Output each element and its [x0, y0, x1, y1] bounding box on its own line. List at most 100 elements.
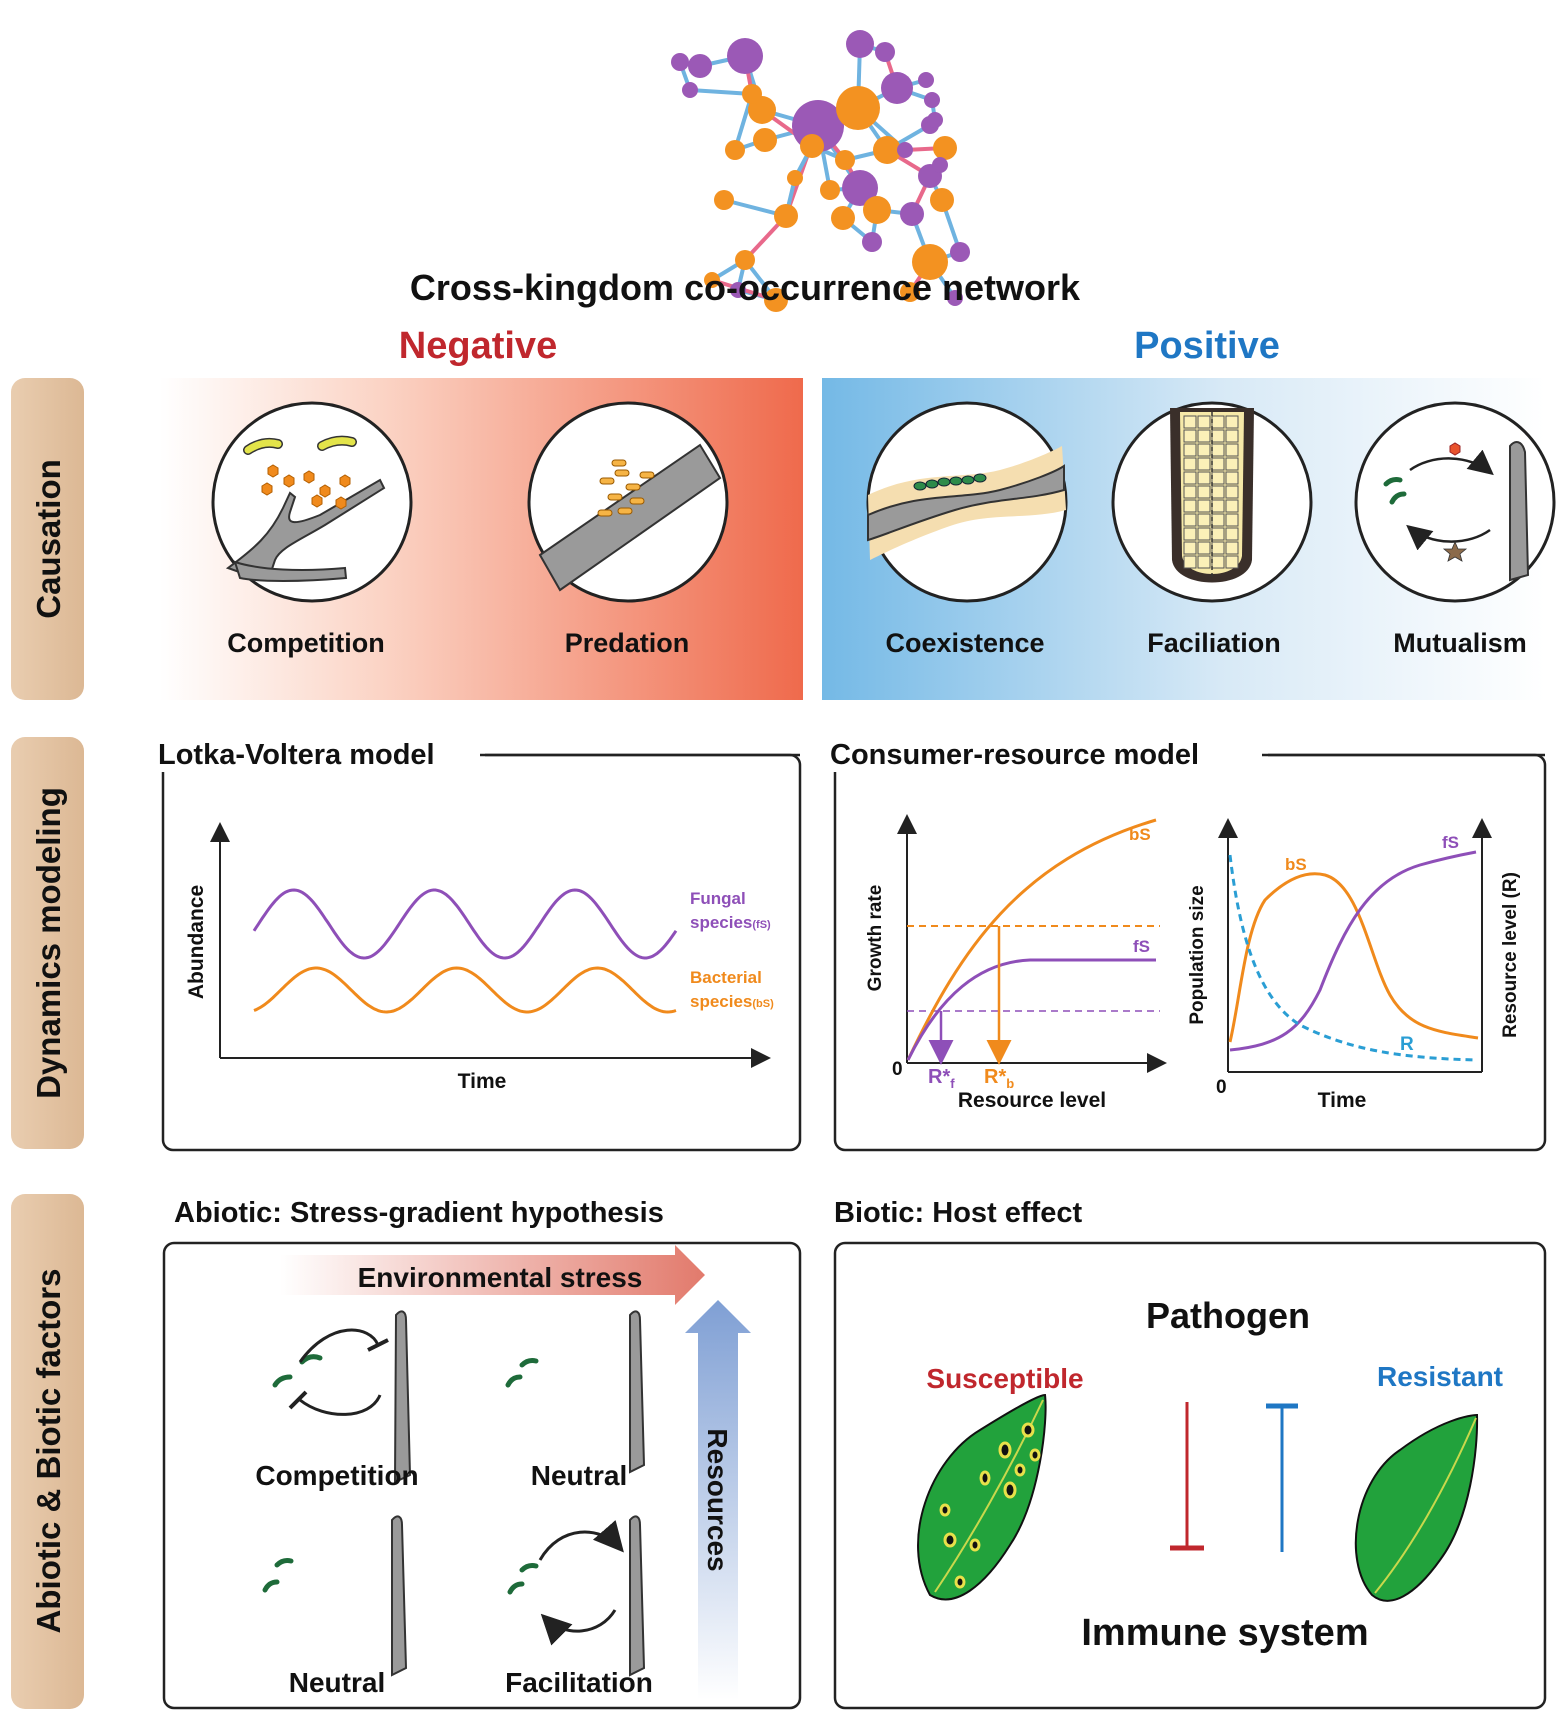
- network-node-fungal: [730, 282, 746, 298]
- root-cell: [1197, 499, 1211, 513]
- label-faciliation: Faciliation: [1147, 628, 1281, 658]
- consumer-fs-curve: [906, 958, 1156, 1061]
- r-star-b: R*: [984, 1066, 1006, 1088]
- root-cell: [1183, 527, 1197, 541]
- network-node-bacterial: [912, 244, 948, 280]
- network-node-bacterial: [764, 288, 788, 312]
- root-cell: [1183, 499, 1197, 513]
- root-cell: [1183, 443, 1197, 457]
- root-cell: [1225, 457, 1239, 471]
- root-cell: [1183, 555, 1197, 569]
- network-node-bacterial: [742, 84, 762, 104]
- root-cell: [1225, 499, 1239, 513]
- network-node-fungal: [727, 38, 763, 74]
- biotic-title: Biotic: Host effect: [834, 1197, 1082, 1229]
- consumer-right-r-curve: [1228, 854, 1477, 1062]
- network-node-fungal: [897, 142, 913, 158]
- lotka-fungal-curve: [252, 888, 678, 960]
- consumer-resource-panel: Consumer-resource model Growth rate Reso…: [822, 739, 1547, 1152]
- svg-text:species(fS): species(fS): [690, 913, 771, 932]
- root-cell: [1211, 485, 1225, 499]
- lotka-fungal-sub: (fS): [752, 919, 771, 931]
- row-label-causation: Causation: [30, 459, 67, 619]
- root-cell: [1211, 415, 1225, 429]
- predation-illustration: [527, 401, 729, 603]
- label-coexistence: Coexistence: [885, 628, 1044, 658]
- root-cell: [1225, 415, 1239, 429]
- r-star-f: R*: [928, 1066, 950, 1088]
- network-node-bacterial: [930, 188, 954, 212]
- root-cell: [1211, 541, 1225, 555]
- row-tab-causation: Causation: [11, 378, 84, 700]
- row-label-factors: Abiotic & Biotic factors: [30, 1269, 67, 1634]
- consumer-right-xlabel: Time: [1318, 1089, 1367, 1112]
- env-stress-label: Environmental stress: [358, 1262, 643, 1293]
- root-cell: [1183, 541, 1197, 555]
- abiotic-neutral-2: Neutral: [289, 1667, 385, 1698]
- root-cell: [1211, 513, 1225, 527]
- env-stress-arrow: [280, 1245, 705, 1305]
- lotka-bacterial-label2: species: [690, 992, 752, 1011]
- consumer-right-fs-curve: [1229, 850, 1477, 1052]
- network-node-fungal: [688, 54, 712, 78]
- network-node-bacterial: [800, 134, 824, 158]
- mutualism-illustration: [1354, 401, 1556, 603]
- root-cell: [1211, 555, 1225, 569]
- lotka-title: Lotka-Voltera model: [158, 739, 435, 771]
- network-node-fungal: [881, 72, 913, 104]
- lotka-voltera-panel: Lotka-Voltera model Abundance Time Funga…: [150, 739, 802, 1152]
- network-node-bacterial: [933, 136, 957, 160]
- root-cell: [1183, 471, 1197, 485]
- root-cell: [1183, 415, 1197, 429]
- coexistence-illustration: [866, 401, 1068, 603]
- faciliation-illustration: [1111, 401, 1313, 603]
- network-node-fungal: [682, 82, 698, 98]
- row-tab-factors: Abiotic & Biotic factors: [11, 1194, 84, 1709]
- root-cell: [1197, 555, 1211, 569]
- root-cell: [1197, 541, 1211, 555]
- root-cell: [1197, 429, 1211, 443]
- network-edge-positive: [689, 88, 753, 96]
- root-cell: [1197, 471, 1211, 485]
- resources-label: Resources: [702, 1428, 733, 1571]
- lotka-fungal-label2: species: [690, 913, 752, 932]
- root-cell: [1211, 471, 1225, 485]
- pathogen-label: Pathogen: [1146, 1295, 1310, 1336]
- network-node-fungal: [671, 53, 689, 71]
- root-cell: [1225, 429, 1239, 443]
- root-cell: [1225, 555, 1239, 569]
- root-cell: [1197, 527, 1211, 541]
- network-node-bacterial: [774, 204, 798, 228]
- negative-label: Negative: [399, 325, 557, 367]
- abiotic-competition: Competition: [255, 1460, 418, 1491]
- network-node-bacterial: [836, 86, 880, 130]
- root-cell: [1197, 513, 1211, 527]
- consumer-right-ylabel: Population size: [1187, 885, 1208, 1024]
- row-label-dynamics: Dynamics modeling: [30, 787, 67, 1099]
- root-cell: [1225, 513, 1239, 527]
- co-occurrence-network: [671, 30, 970, 312]
- root-cell: [1183, 513, 1197, 527]
- root-cell: [1225, 471, 1239, 485]
- network-node-bacterial: [831, 206, 855, 230]
- lotka-bacterial-sub: (bS): [752, 998, 774, 1010]
- root-cell: [1197, 415, 1211, 429]
- consumer-left-ylabel: Growth rate: [865, 885, 886, 992]
- root-cell: [1183, 485, 1197, 499]
- consumer-right-bs-curve: [1228, 872, 1479, 1043]
- abiotic-neutral-1: Neutral: [531, 1460, 627, 1491]
- consumer-right-bs: bS: [1285, 855, 1307, 874]
- network-title: Cross-kingdom co-occurrence network: [410, 267, 1081, 308]
- resources-arrow: [685, 1300, 751, 1700]
- network-node-fungal: [927, 112, 943, 128]
- network-node-fungal: [947, 290, 963, 306]
- root-cell: [1211, 429, 1225, 443]
- network-node-bacterial: [714, 190, 734, 210]
- consumer-right-fs: fS: [1442, 833, 1459, 852]
- label-predation: Predation: [565, 628, 690, 658]
- root-cell: [1211, 527, 1225, 541]
- network-node-bacterial: [820, 180, 840, 200]
- network-node-fungal: [875, 42, 895, 62]
- root-cell: [1225, 541, 1239, 555]
- lotka-ylabel: Abundance: [185, 885, 208, 999]
